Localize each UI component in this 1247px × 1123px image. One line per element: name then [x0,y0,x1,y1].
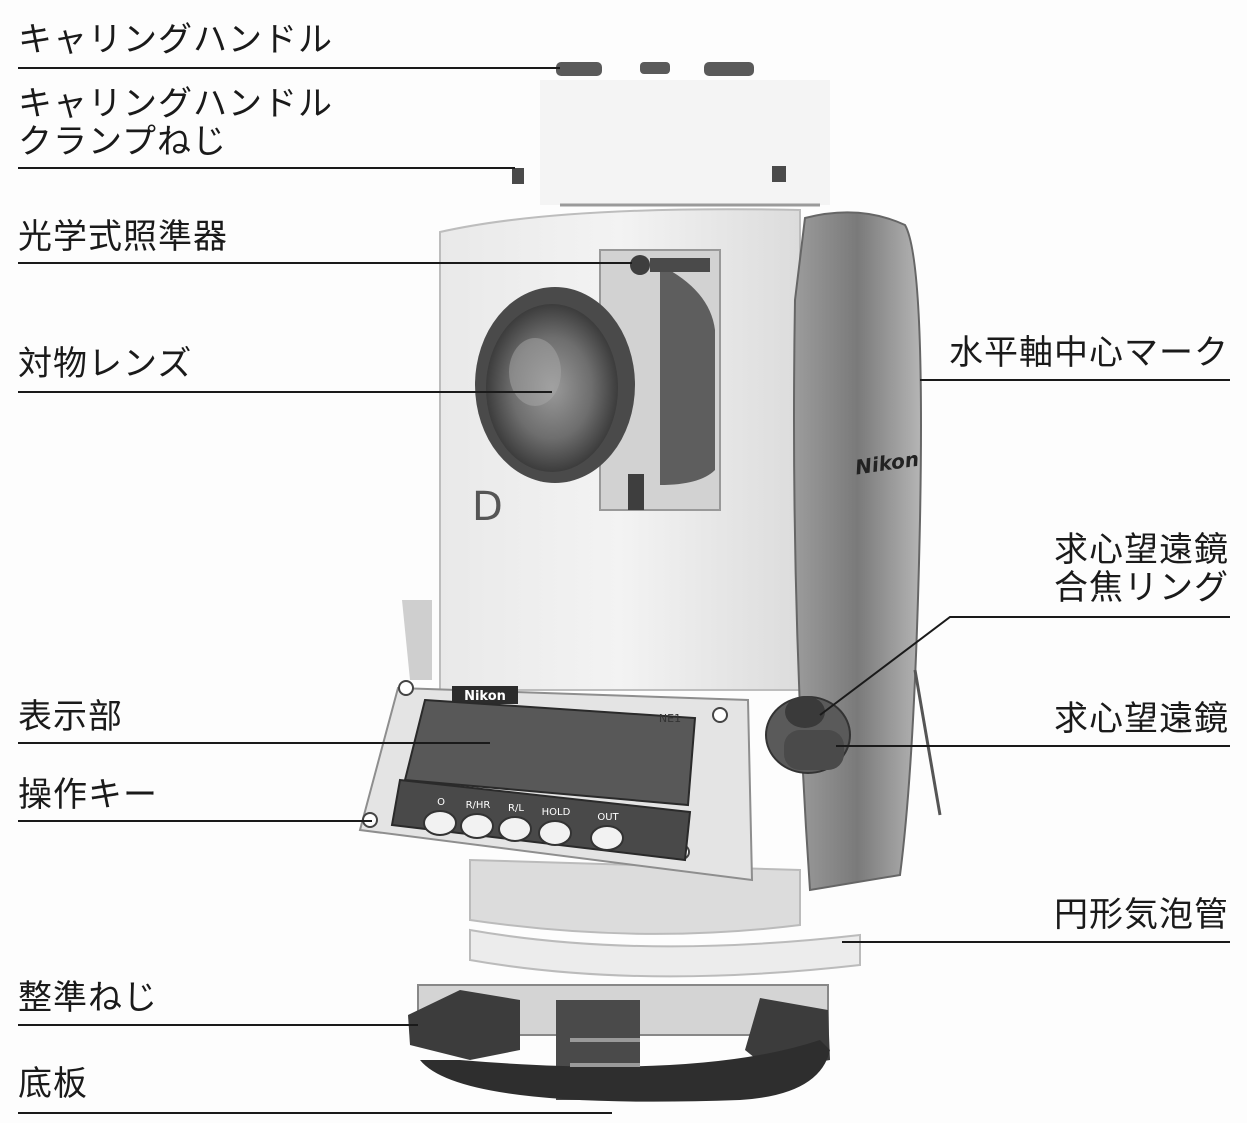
telescope [475,249,721,511]
label-carrying-handle: キャリングハンドル [18,20,333,60]
label-plummet-focus-line2: 合焦リング [1054,568,1229,608]
panel-model: NE1 [659,712,681,725]
lcd-screen [403,698,697,807]
key-button-4 [538,820,572,846]
leveling-screw-left [408,990,520,1060]
key-label-3: R/L [508,803,524,814]
face-mark: D [472,484,503,530]
label-display: 表示部 [18,697,123,737]
label-leveling-screw: 整準ねじ [18,978,158,1018]
label-optical-sight: 光学式照準器 [18,217,228,257]
label-base-plate: 底板 [18,1064,88,1104]
key-label-2: R/HR [466,800,491,811]
display-panel: O R/HR R/L HOLD OUT Nikon NE1 [358,680,754,882]
key-label-5: OUT [597,812,619,823]
label-handle-clamp-line1: キャリングハンドル [18,84,333,124]
key-button-5 [590,825,624,851]
carrying-handle [512,62,830,207]
optical-plummet [765,696,851,774]
label-optical-plummet: 求心望遠鏡 [1054,699,1229,739]
key-label-4: HOLD [542,807,571,818]
key-label-1: O [437,797,445,808]
label-plummet-focus-line1: 求心望遠鏡 [1054,530,1229,570]
leader-plummet-focus [819,616,1230,716]
label-handle-clamp-line2: クランプねじ [18,122,227,162]
label-objective-lens: 対物レンズ [18,344,193,384]
leader-lines [18,67,1230,1114]
optical-sight-knob [630,255,650,275]
key-button-2 [460,813,494,839]
tribrach [408,984,830,1102]
label-circular-level: 円形気泡管 [1054,895,1229,935]
key-button-3 [498,816,532,842]
label-operation-keys: 操作キー [18,775,158,815]
key-button-1 [423,810,457,836]
label-horizontal-axis-mark: 水平軸中心マーク [949,333,1229,373]
side-cover [793,211,922,892]
base-plate-shape [420,1040,830,1102]
panel-brand: Nikon [464,689,506,704]
